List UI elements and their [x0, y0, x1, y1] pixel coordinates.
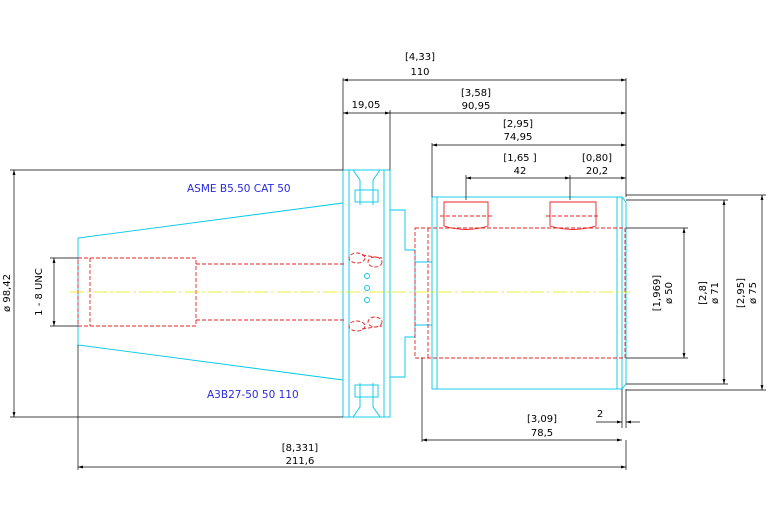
dim-depth-mm: 78,5	[531, 428, 553, 439]
dim-body-in: [3,58]	[461, 88, 491, 99]
dim-small: 2	[597, 409, 603, 420]
dim-groove2-mm: 20,2	[586, 166, 608, 177]
dim-depth-in: [3,09]	[527, 414, 557, 425]
dim-bore-in: [1,969]	[652, 275, 663, 312]
dim-holder-in: [2,95]	[503, 119, 533, 130]
dim-flange: 19,05	[352, 100, 381, 111]
dim-body-mm: 90,95	[462, 101, 491, 112]
hidden-features	[77, 201, 626, 359]
dim-holder-mm: 74,95	[504, 132, 533, 143]
dimension-lines	[10, 78, 766, 470]
dim-length-mm: 211,6	[286, 456, 315, 467]
dim-d75-mm: ø 75	[748, 282, 759, 304]
thread-label: 1 - 8 UNC	[34, 268, 45, 316]
dim-d71-in: [2,8]	[698, 281, 709, 305]
dim-bore-mm: ø 50	[664, 282, 675, 304]
dim-length-in: [8,331]	[282, 443, 319, 454]
part-number-label: A3B27-50 50 110	[207, 389, 299, 401]
dim-d75-in: [2,95]	[736, 278, 747, 308]
dim-diam-total: ø 98,42	[2, 274, 13, 312]
dim-groove2-in: [0,80]	[582, 153, 612, 164]
dim-overall-in: [4,33]	[405, 52, 435, 63]
dim-overall-mm: 110	[410, 67, 429, 78]
spec-label: ASME B5.50 CAT 50	[187, 183, 291, 195]
tool-body-outline	[77, 169, 627, 418]
dim-d71-mm: ø 71	[710, 282, 721, 304]
dim-groove-in: [1,65 ]	[503, 153, 536, 164]
dim-groove-mm: 42	[514, 166, 527, 177]
